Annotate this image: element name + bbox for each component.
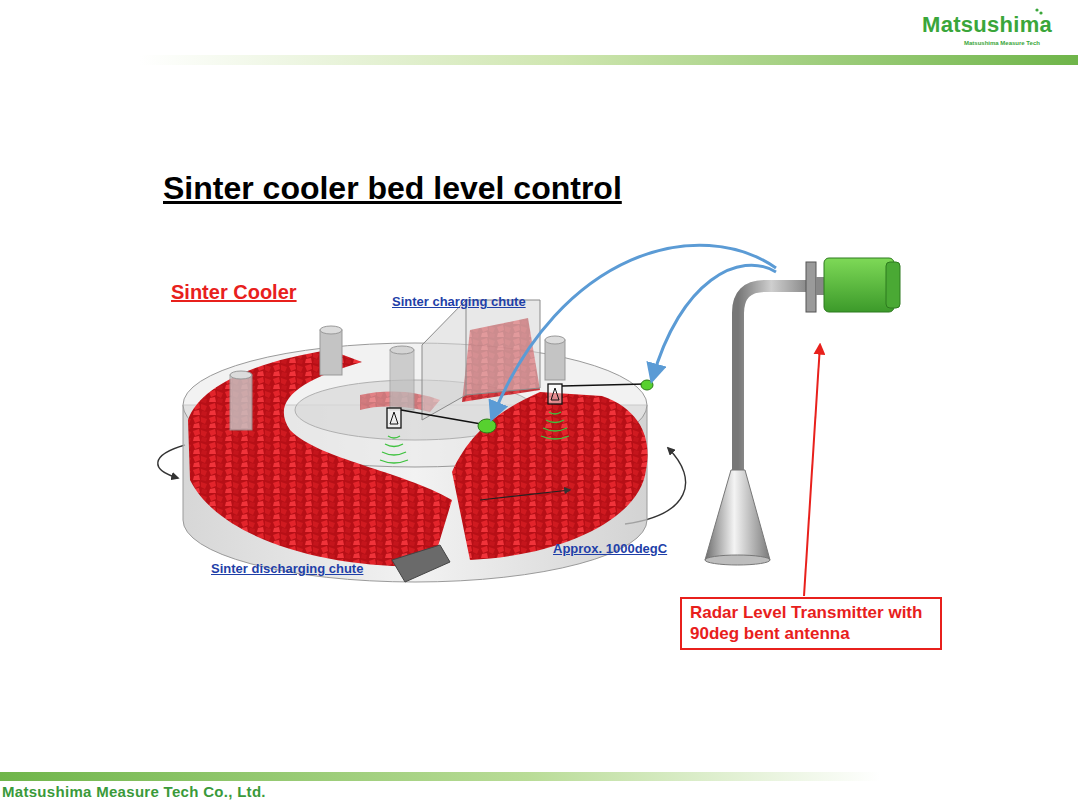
temperature-note: Approx. 1000degC (553, 541, 667, 556)
part-label: Sinter discharging chute (211, 561, 363, 576)
equipment-name: Sinter Cooler (171, 281, 297, 304)
company-footer: Matsushima Measure Tech Co., Ltd. (2, 783, 266, 800)
slide-title: Sinter cooler bed level control (163, 170, 622, 207)
callout-text: Radar Level Transmitter with 90deg bent … (690, 602, 932, 645)
logo-subtitle: Matsushima Measure Tech (964, 40, 1040, 46)
part-label: Sinter charging chute (392, 294, 526, 309)
callout-box: Radar Level Transmitter with 90deg bent … (680, 597, 942, 650)
company-logo: Matsushima (922, 12, 1052, 38)
